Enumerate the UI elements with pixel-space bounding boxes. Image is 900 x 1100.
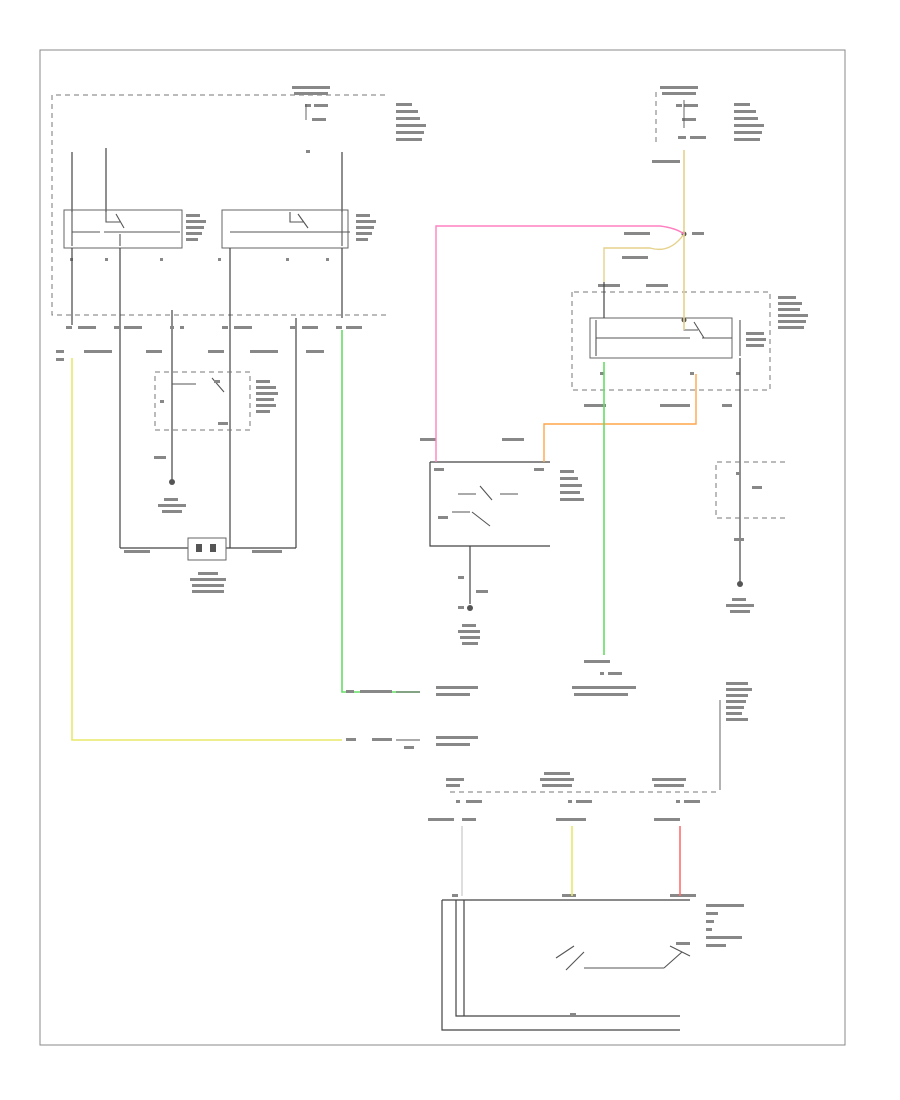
bottom-switch-block — [428, 682, 752, 1031]
wire-pink — [435, 225, 685, 462]
left-output-labels — [346, 686, 478, 749]
right-relay-block — [420, 86, 808, 696]
wire-orange — [543, 374, 697, 462]
diagram-border — [39, 49, 846, 1046]
left-relay-block — [51, 86, 426, 593]
wire-yellow-left — [71, 358, 342, 741]
wire-tan-branch — [603, 233, 685, 282]
wire-green-left — [341, 330, 420, 693]
